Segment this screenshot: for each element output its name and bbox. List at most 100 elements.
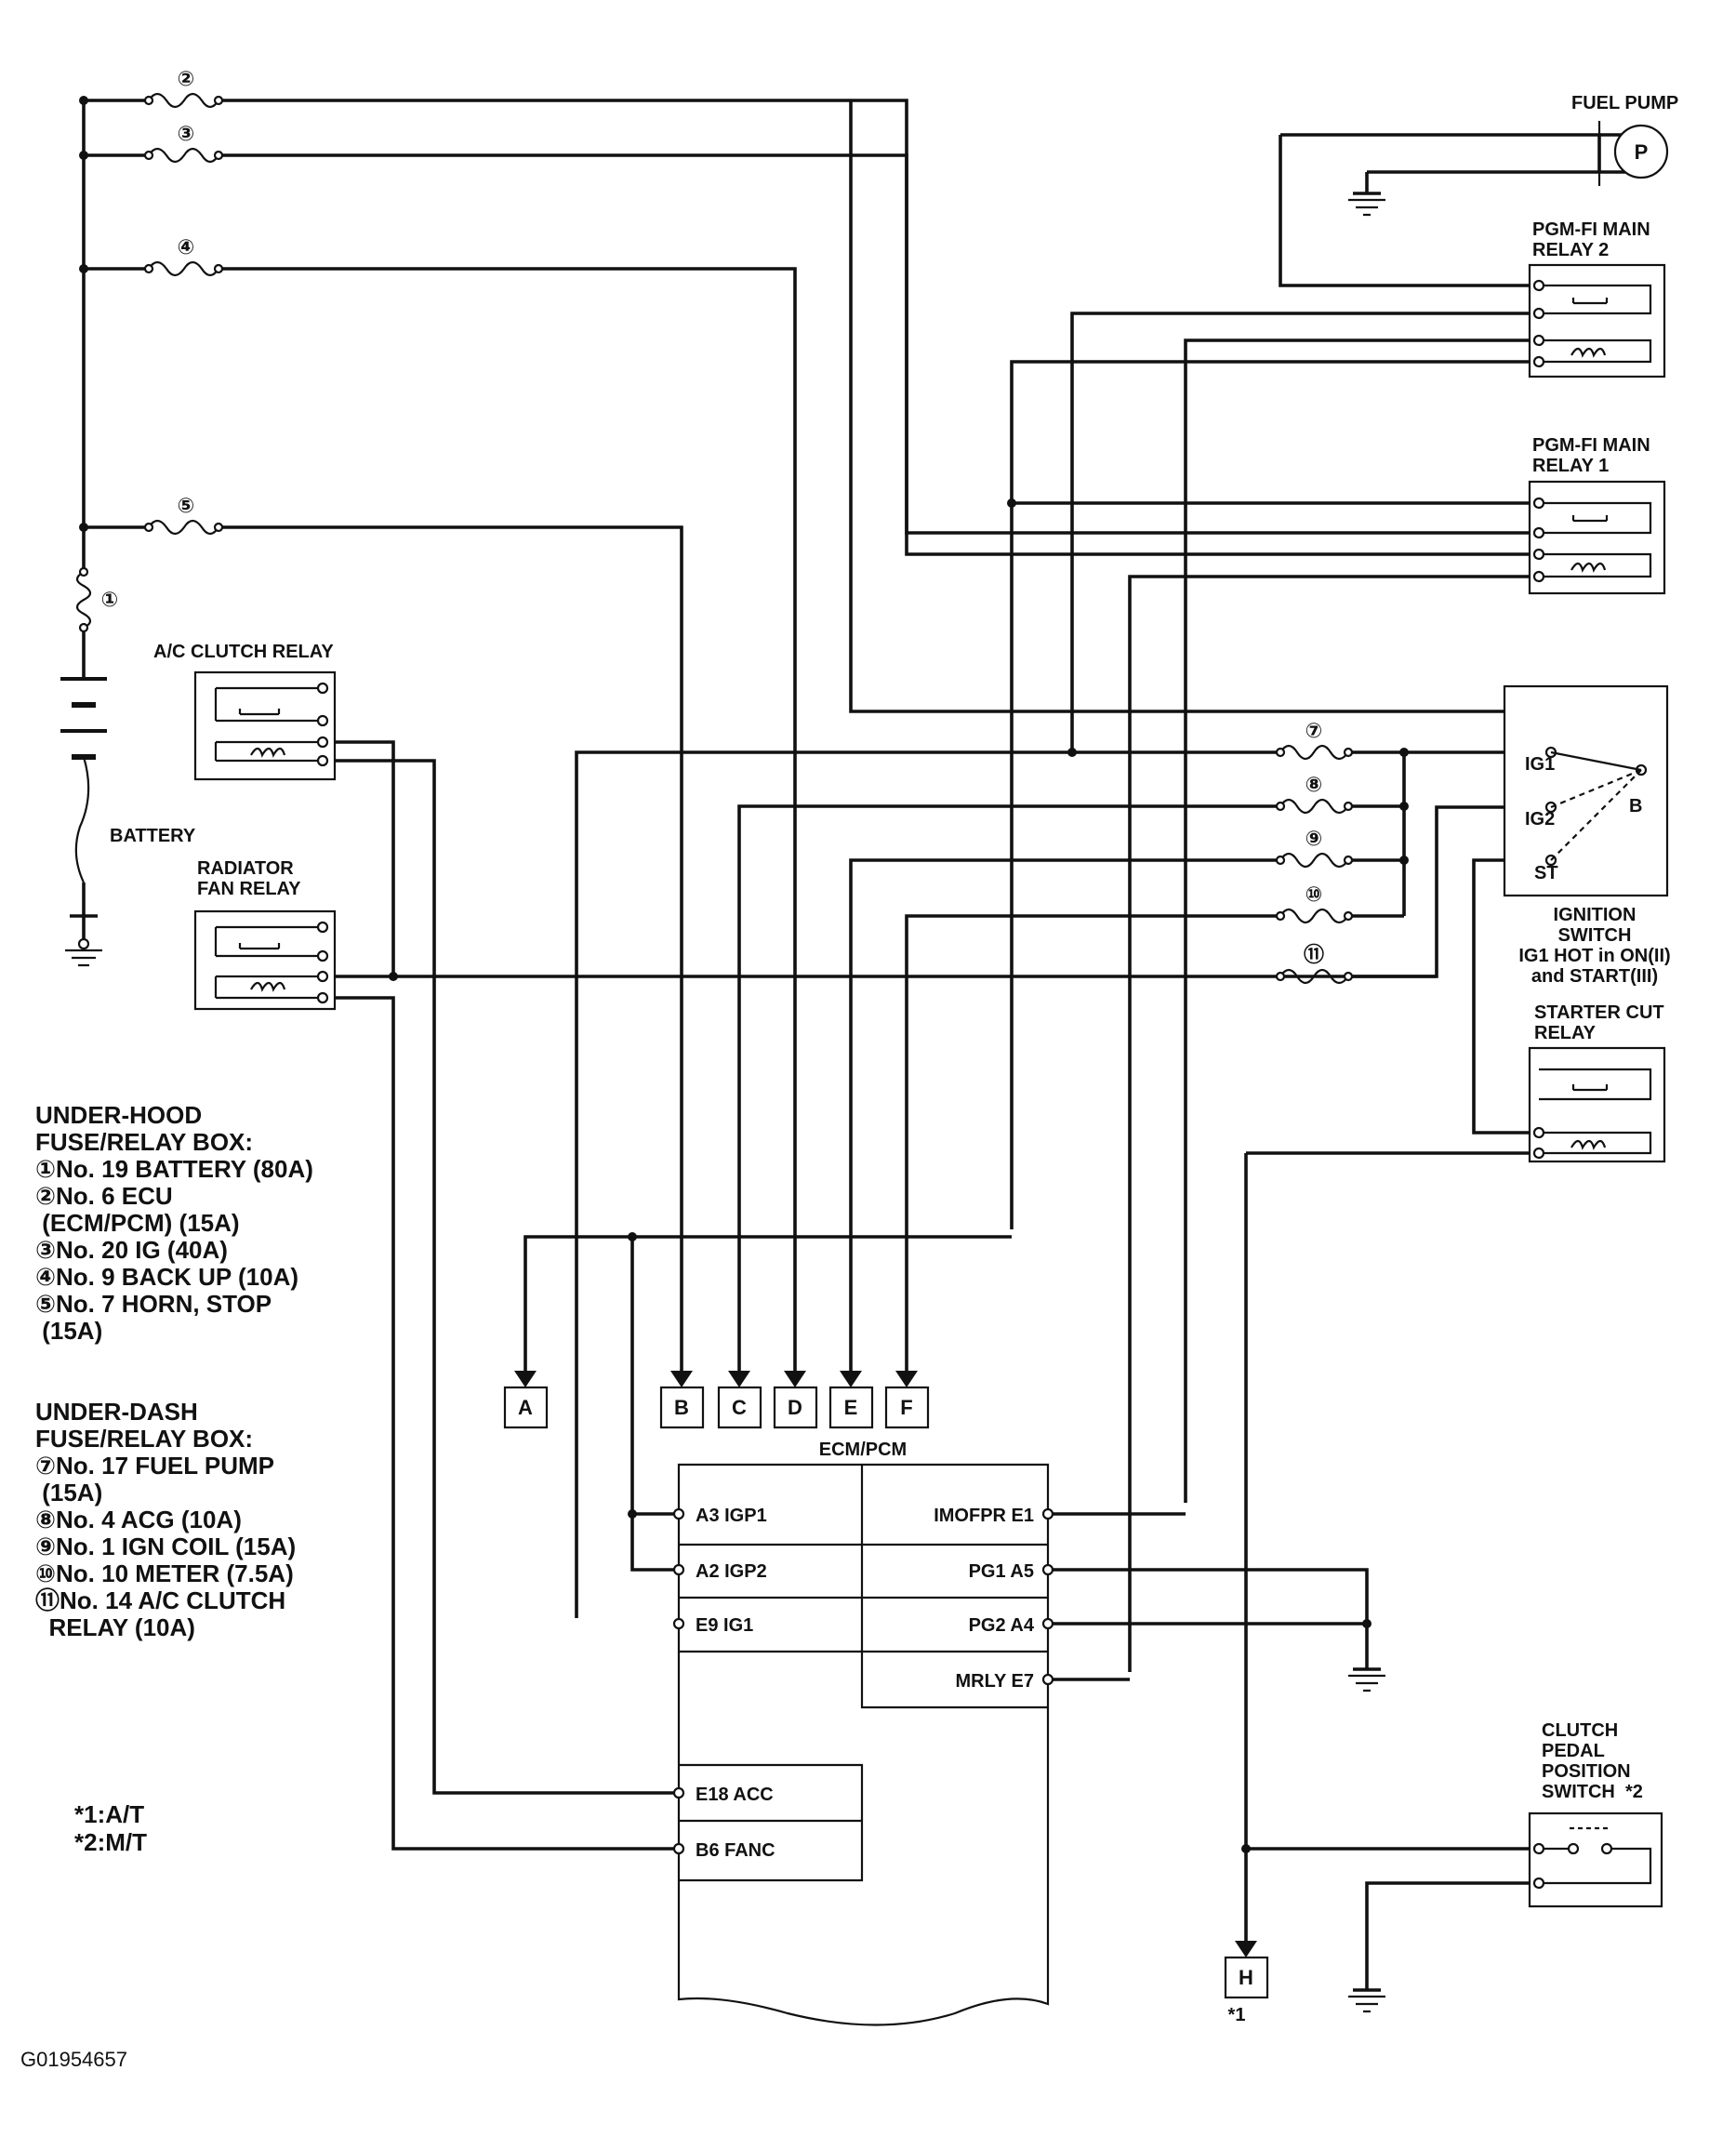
pin-a2-igp2: A2 IGP2 xyxy=(696,1561,767,1582)
pin-pg1-a5: PG1 A5 xyxy=(969,1561,1034,1582)
pin-pg2-a4: PG2 A4 xyxy=(969,1615,1035,1636)
svg-text:(15A): (15A) xyxy=(35,1317,102,1345)
ecm-title: ECM/PCM xyxy=(819,1440,907,1460)
ignition-caption-4: and START(III) xyxy=(1531,966,1658,987)
fuse-7 xyxy=(1275,744,1354,761)
ignition-caption-2: SWITCH xyxy=(1558,925,1632,946)
legend-under-dash: UNDER-DASH FUSE/RELAY BOX: ⑦No. 17 FUEL … xyxy=(35,1398,296,1641)
connector-boxes: A B C D E F H *1 xyxy=(503,1386,1269,2025)
svg-text:⑤No. 7 HORN, STOP: ⑤No. 7 HORN, STOP xyxy=(35,1290,272,1318)
svg-text:FUSE/RELAY BOX:: FUSE/RELAY BOX: xyxy=(35,1128,253,1156)
battery xyxy=(60,651,107,967)
svg-text:*2:M/T: *2:M/T xyxy=(74,1828,147,1856)
connector-arrows xyxy=(514,1371,1257,1958)
main-relay-1-label-2: RELAY 1 xyxy=(1532,456,1609,476)
svg-text:①No. 19 BATTERY (80A): ①No. 19 BATTERY (80A) xyxy=(35,1155,313,1183)
pin-a3-igp1: A3 IGP1 xyxy=(696,1506,767,1526)
fuse-label-9: ⑨ xyxy=(1305,827,1323,850)
ground-symbols xyxy=(1348,1667,1385,2013)
fuse-labels: ② ③ ④ ⑤ ① ⑦ ⑧ ⑨ ⑩ ⑪ xyxy=(101,67,1324,966)
fuse-label-1: ① xyxy=(101,588,119,611)
svg-text:RELAY (10A): RELAY (10A) xyxy=(35,1613,195,1641)
svg-text:UNDER-DASH: UNDER-DASH xyxy=(35,1398,198,1426)
ignition-caption-3: IG1 HOT in ON(II) xyxy=(1518,946,1670,966)
st-label: ST xyxy=(1534,863,1558,883)
main-relay-2 xyxy=(1528,263,1666,378)
clutch-label-4: SWITCH *2 xyxy=(1542,1782,1643,1802)
fuse-8 xyxy=(1275,798,1354,815)
b-label: B xyxy=(1629,796,1642,816)
connector-c: C xyxy=(732,1396,747,1419)
connector-f: F xyxy=(900,1396,912,1419)
image-id-label: G01954657 xyxy=(20,2048,127,2071)
pin-e18-acc: E18 ACC xyxy=(696,1785,774,1805)
pin-e9-ig1: E9 IG1 xyxy=(696,1615,753,1636)
main-relay-1-label-1: PGM-FI MAIN xyxy=(1532,435,1650,456)
legend-under-hood: UNDER-HOOD FUSE/RELAY BOX: ①No. 19 BATTE… xyxy=(35,1101,313,1345)
fuse-label-4: ④ xyxy=(178,235,195,259)
main-relay-1 xyxy=(1528,480,1666,595)
ig2-label: IG2 xyxy=(1525,809,1555,829)
radiator-fan-relay xyxy=(193,909,337,1011)
svg-text:UNDER-HOOD: UNDER-HOOD xyxy=(35,1101,202,1129)
pin-imofpr-e1: IMOFPR E1 xyxy=(934,1506,1034,1526)
fuel-pump-label: FUEL PUMP xyxy=(1571,93,1678,113)
ignition-switch-caption: IGNITION SWITCH IG1 HOT in ON(II) and ST… xyxy=(1518,905,1670,987)
starter-cut-relay xyxy=(1528,1046,1666,1163)
svg-text:⑧No. 4 ACG (10A): ⑧No. 4 ACG (10A) xyxy=(35,1506,242,1533)
svg-text:(15A): (15A) xyxy=(35,1479,102,1506)
clutch-label-2: PEDAL xyxy=(1542,1741,1605,1761)
svg-text:⑩No. 10 METER (7.5A): ⑩No. 10 METER (7.5A) xyxy=(35,1559,294,1587)
fuse-9 xyxy=(1275,852,1354,869)
connector-e: E xyxy=(844,1396,858,1419)
ecm-pin-labels: A3 IGP1 A2 IGP2 E9 IG1 E18 ACC B6 FANC I… xyxy=(696,1506,1035,1861)
wiring xyxy=(82,99,1643,1990)
fuse-label-10: ⑩ xyxy=(1305,883,1323,906)
fuel-pump-symbol: P xyxy=(1635,140,1649,164)
fuse-label-11: ⑪ xyxy=(1304,943,1324,966)
svg-text:②No. 6 ECU: ②No. 6 ECU xyxy=(35,1182,173,1210)
fuse-4 xyxy=(143,260,224,277)
fuse-10 xyxy=(1275,908,1354,924)
radiator-relay-label-2: FAN RELAY xyxy=(197,879,301,899)
svg-text:*1:A/T: *1:A/T xyxy=(74,1800,144,1828)
svg-text:FUSE/RELAY BOX:: FUSE/RELAY BOX: xyxy=(35,1425,253,1453)
svg-text:(ECM/PCM) (15A): (ECM/PCM) (15A) xyxy=(35,1209,240,1237)
fuse-label-5: ⑤ xyxy=(178,494,195,517)
fuse-symbols xyxy=(75,92,1354,985)
clutch-label-3: POSITION xyxy=(1542,1761,1631,1782)
fuel-pump: P xyxy=(1348,121,1669,217)
pin-mrly-e7: MRLY E7 xyxy=(956,1671,1034,1692)
fuse-5 xyxy=(143,519,224,536)
connector-h: H xyxy=(1239,1966,1253,1989)
connector-d: D xyxy=(788,1396,802,1419)
clutch-label-1: CLUTCH xyxy=(1542,1720,1618,1741)
connector-h-note: *1 xyxy=(1228,2005,1246,2025)
starter-cut-relay-label-1: STARTER CUT xyxy=(1534,1002,1664,1023)
connector-b: B xyxy=(674,1396,689,1419)
svg-text:⑦No. 17 FUEL PUMP: ⑦No. 17 FUEL PUMP xyxy=(35,1452,274,1480)
fuse-1 xyxy=(75,566,92,633)
ecm-pcm xyxy=(672,1463,1054,2026)
ac-clutch-relay xyxy=(193,670,337,781)
connector-a: A xyxy=(518,1396,533,1419)
fuse-label-8: ⑧ xyxy=(1305,773,1323,796)
fuse-label-2: ② xyxy=(178,67,195,90)
junction-dots xyxy=(79,96,1409,1853)
ig1-label: IG1 xyxy=(1525,754,1555,775)
legend-notes: *1:A/T *2:M/T xyxy=(74,1800,147,1856)
svg-text:④No. 9 BACK UP (10A): ④No. 9 BACK UP (10A) xyxy=(35,1263,298,1291)
svg-text:⑨No. 1 IGN COIL (15A): ⑨No. 1 IGN COIL (15A) xyxy=(35,1533,296,1560)
main-relay-2-label-1: PGM-FI MAIN xyxy=(1532,219,1650,240)
starter-cut-relay-label-2: RELAY xyxy=(1534,1023,1597,1043)
fuse-label-7: ⑦ xyxy=(1305,719,1323,742)
ac-clutch-relay-label: A/C CLUTCH RELAY xyxy=(153,642,334,662)
ignition-caption-1: IGNITION xyxy=(1554,905,1637,925)
fuse-3 xyxy=(143,147,224,164)
svg-text:③No. 20 IG (40A): ③No. 20 IG (40A) xyxy=(35,1236,228,1264)
fuse-11 xyxy=(1275,968,1354,985)
pin-b6-fanc: B6 FANC xyxy=(696,1840,775,1861)
ignition-switch: IG1 IG2 ST B xyxy=(1503,684,1669,897)
fuse-label-3: ③ xyxy=(178,122,195,145)
